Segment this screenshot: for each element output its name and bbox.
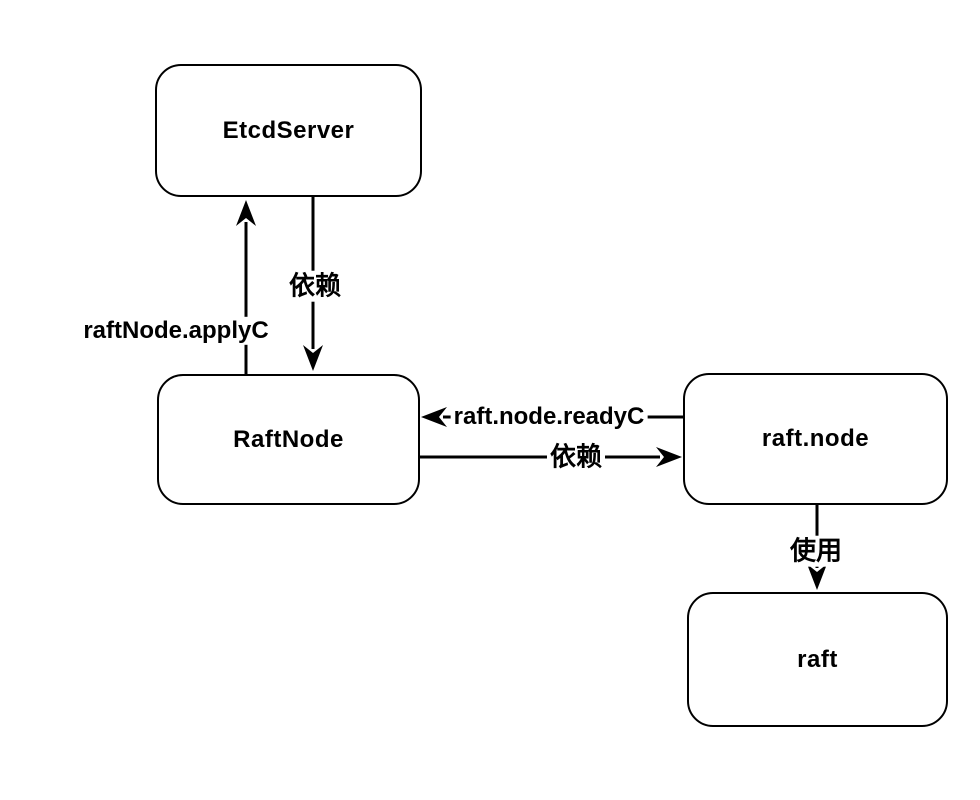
node-raft-node-label: raft.node — [761, 425, 870, 452]
edge-raftnode-to-etcdserver — [236, 200, 256, 374]
edge-label-depends-top: 依赖 — [285, 270, 345, 302]
arrowhead-down-icon — [807, 564, 827, 590]
arrowhead-up-icon — [236, 200, 256, 226]
edge-label-uses: 使用 — [786, 535, 846, 567]
node-raftnode: RaftNode — [157, 374, 420, 505]
edge-label-depends-middle: 依赖 — [546, 441, 606, 473]
edge-raftnode-to-raftnode-pkg — [420, 447, 682, 467]
node-raft-label: raft — [797, 645, 838, 673]
node-raftnode-label: RaftNode — [233, 425, 344, 453]
node-etcdserver-label: EtcdServer — [222, 116, 355, 144]
node-raft-node: raft.node — [683, 373, 948, 505]
arrowhead-right-icon — [656, 447, 682, 467]
arrowhead-down-icon — [303, 345, 323, 371]
arrowhead-left-icon — [421, 407, 447, 427]
node-etcdserver: EtcdServer — [155, 64, 422, 197]
node-raft: raft — [687, 592, 948, 727]
edge-label-raft-node-readyc: raft.node.readyC — [450, 402, 648, 432]
edge-label-raftnode-applyc: raftNode.applyC — [80, 316, 272, 346]
